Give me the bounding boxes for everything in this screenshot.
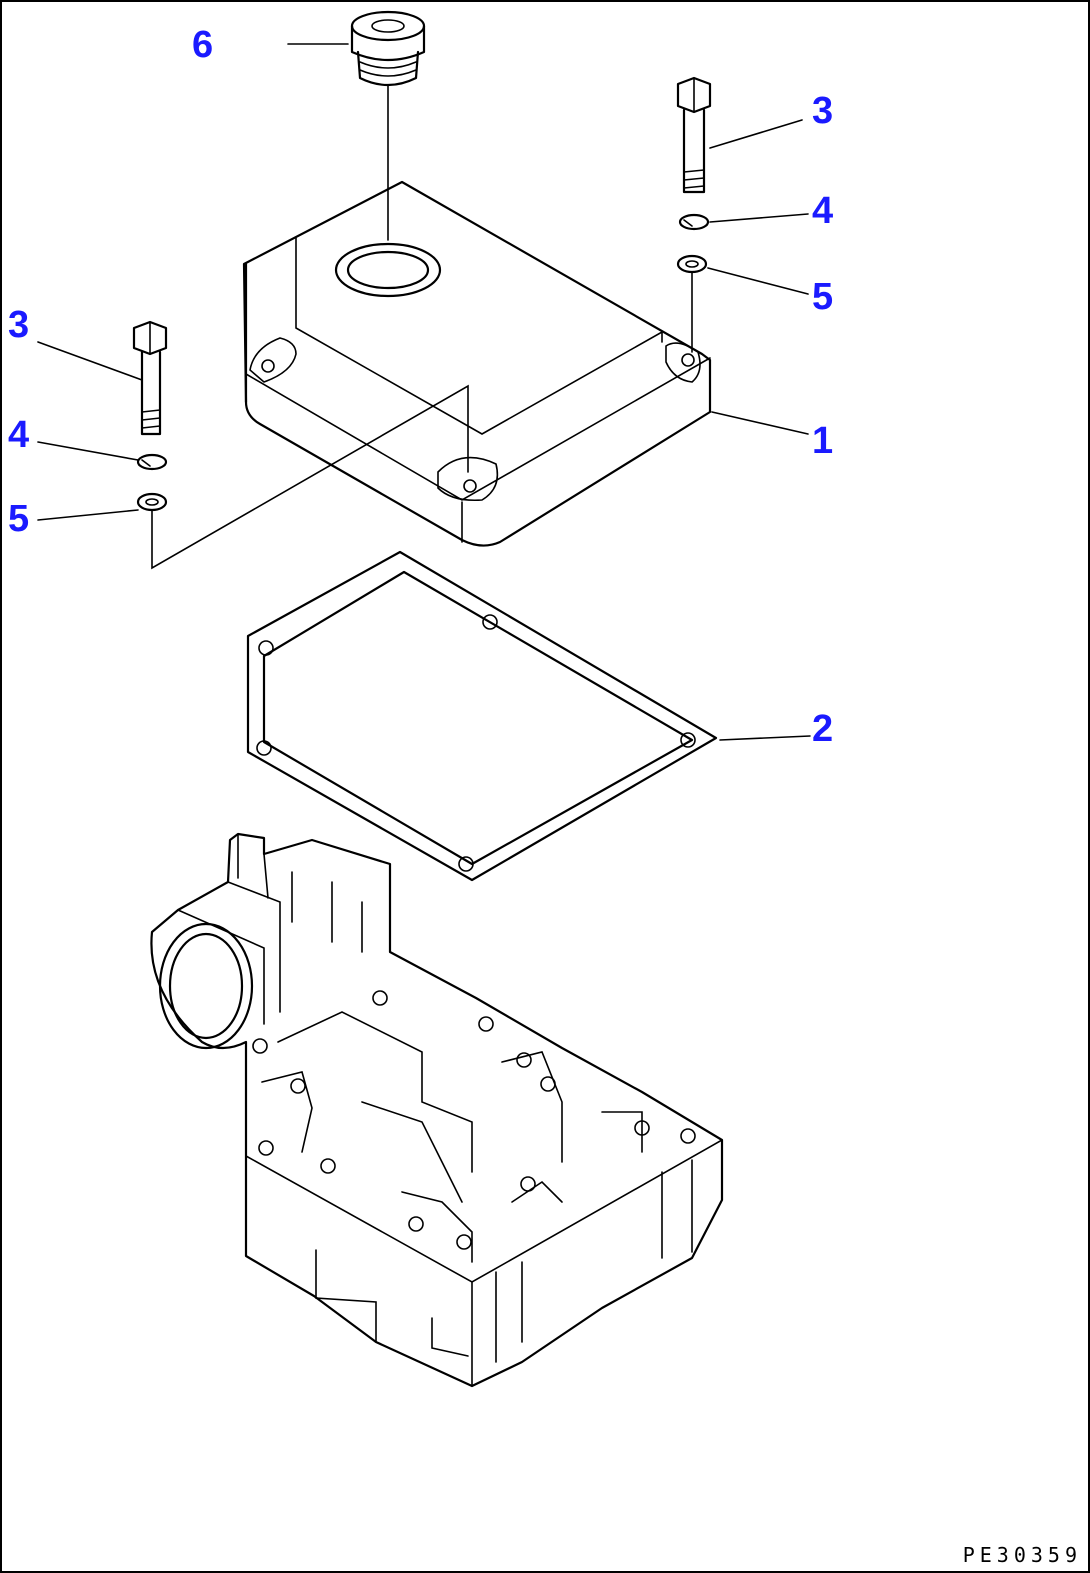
leader-lines [37, 43, 811, 741]
callout-4-right: 4 [812, 190, 834, 232]
gasket-part-2 [246, 550, 718, 882]
callout-5-left: 5 [8, 498, 30, 540]
document-id: PE30359 [962, 1543, 1082, 1567]
plug-part-6 [350, 10, 426, 241]
washer-part-5-left [136, 384, 469, 570]
callout-4-left: 4 [8, 414, 30, 456]
callout-1: 1 [812, 420, 834, 462]
callout-6: 6 [192, 24, 214, 66]
spring-washer-part-4-right [678, 213, 710, 231]
spring-washer-part-4-left [136, 453, 168, 471]
callout-5-right: 5 [812, 276, 834, 318]
washer-part-5-right [676, 254, 708, 353]
bolt-part-3-right [676, 76, 712, 194]
valve-housing [150, 832, 724, 1388]
callout-3-right: 3 [812, 90, 834, 132]
bolt-part-3-left [132, 320, 168, 436]
callout-3-left: 3 [8, 304, 30, 346]
cover-part-1 [242, 180, 712, 547]
callout-2: 2 [812, 708, 834, 750]
